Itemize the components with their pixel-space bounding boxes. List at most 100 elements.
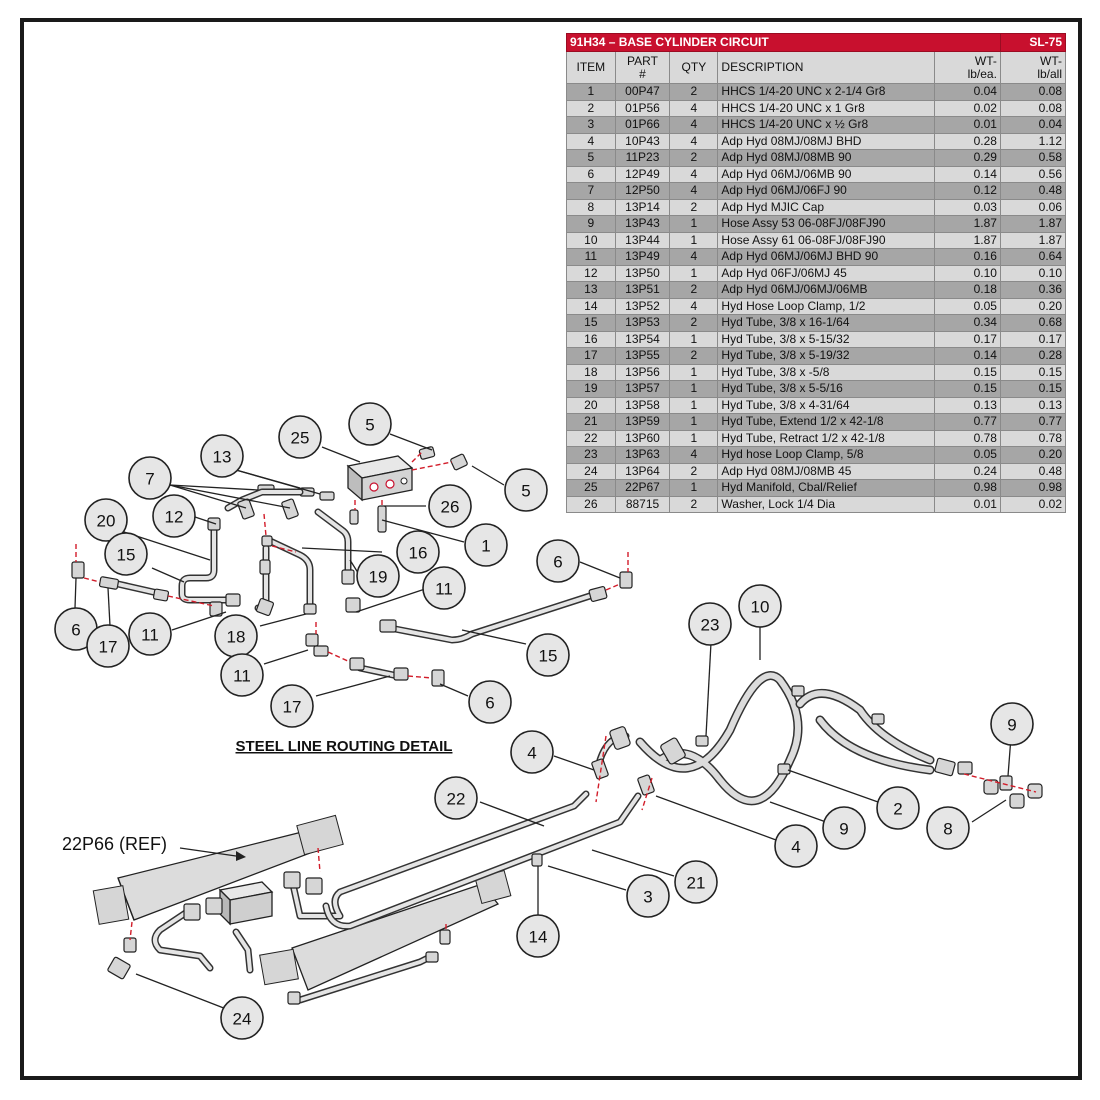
- callout-number: 17: [99, 638, 118, 657]
- table-code: SL-75: [999, 33, 1067, 52]
- callout-circle: [422, 566, 466, 610]
- table-cell: 13P56: [614, 363, 671, 381]
- callout-circle: [926, 806, 970, 850]
- main-assembly: [92, 671, 1043, 1005]
- base-cylinder-left: [92, 814, 344, 925]
- callout-circle: [468, 680, 512, 724]
- callout-bubble: 25: [278, 415, 322, 459]
- callout-bubble: 12: [152, 494, 196, 538]
- table-cell: 11: [566, 248, 616, 266]
- callout-number: 12: [165, 508, 184, 527]
- callout-number: 1: [481, 537, 490, 556]
- callout-number: 7: [145, 470, 154, 489]
- column-header: ITEM: [566, 51, 616, 84]
- callout-bubble: 17: [86, 624, 130, 668]
- table-cell: Adp Hyd MJIC Cap: [717, 198, 936, 216]
- table-cell: 4: [669, 99, 719, 117]
- table-cell: Adp Hyd 08MJ/08MJ BHD: [717, 132, 936, 150]
- table-cell: 2: [669, 314, 719, 332]
- callout-circle: [128, 456, 172, 500]
- callout-number: 19: [369, 568, 388, 587]
- table-cell: 11P23: [614, 149, 671, 167]
- callout-number: 8: [943, 820, 952, 839]
- callout-circle: [396, 530, 440, 574]
- callout-number: 6: [553, 553, 562, 572]
- table-cell: 16: [566, 330, 616, 348]
- table-cell: Hyd Tube, 3/8 x 5-5/16: [717, 380, 936, 398]
- table-cell: 0.98: [999, 479, 1067, 497]
- callout-bubble: 8: [926, 806, 970, 850]
- table-cell: 4: [669, 165, 719, 183]
- table-cell: 0.20: [999, 446, 1067, 464]
- table-cell: 20: [566, 396, 616, 414]
- table-cell: 0.15: [934, 380, 1001, 398]
- callout-circle: [104, 532, 148, 576]
- callout-circle: [674, 860, 718, 904]
- base-cylinder-right: [259, 869, 512, 991]
- table-cell: 13P54: [614, 330, 671, 348]
- table-cell: 0.98: [934, 479, 1001, 497]
- table-cell: Hyd Tube, 3/8 x 4-31/64: [717, 396, 936, 414]
- table-cell: 0.14: [934, 165, 1001, 183]
- table-cell: 0.04: [999, 116, 1067, 134]
- table-cell: Hyd Tube, 3/8 x 5-19/32: [717, 347, 936, 365]
- table-cell: 1: [669, 330, 719, 348]
- table-cell: 13P14: [614, 198, 671, 216]
- callout-number: 20: [97, 512, 116, 531]
- table-cell: Hyd Tube, 3/8 x 5-15/32: [717, 330, 936, 348]
- callout-bubble: 20: [84, 498, 128, 542]
- table-cell: Hyd hose Loop Clamp, 5/8: [717, 446, 936, 464]
- table-cell: 0.28: [999, 347, 1067, 365]
- table-cell: Hyd Hose Loop Clamp, 1/2: [717, 297, 936, 315]
- callout-circle: [270, 684, 314, 728]
- table-cell: 13P55: [614, 347, 671, 365]
- table-cell: 9: [566, 215, 616, 233]
- table-cell: 0.15: [999, 363, 1067, 381]
- callout-bubble: 5: [348, 402, 392, 446]
- table-cell: 0.17: [934, 330, 1001, 348]
- table-cell: 0.78: [934, 429, 1001, 447]
- table-cell: 0.17: [999, 330, 1067, 348]
- table-cell: 26: [566, 495, 616, 513]
- callout-bubble: 17: [270, 684, 314, 728]
- callout-circle: [428, 484, 472, 528]
- callout-bubble: 19: [356, 554, 400, 598]
- table-cell: Hyd Manifold, Cbal/Relief: [717, 479, 936, 497]
- table-cell: 13P64: [614, 462, 671, 480]
- callout-number: 21: [687, 874, 706, 893]
- callout-bubble: 16: [396, 530, 440, 574]
- table-cell: 0.05: [934, 446, 1001, 464]
- callout-number: 14: [529, 928, 548, 947]
- table-cell: 4: [669, 297, 719, 315]
- callout-number: 5: [521, 482, 530, 501]
- table-cell: 13P57: [614, 380, 671, 398]
- callout-number: 11: [233, 667, 251, 686]
- table-cell: 2: [669, 281, 719, 299]
- callout-number: 6: [485, 694, 494, 713]
- table-cell: Hose Assy 53 06-08FJ/08FJ90: [717, 215, 936, 233]
- callout-circle: [200, 434, 244, 478]
- callout-circle: [510, 730, 554, 774]
- callout-bubble: 11: [128, 612, 172, 656]
- callout-number: 4: [527, 744, 536, 763]
- table-cell: 1: [566, 83, 616, 101]
- table-cell: 4: [669, 446, 719, 464]
- table-cell: 0.15: [999, 380, 1067, 398]
- callout-circle: [152, 494, 196, 538]
- table-cell: 0.01: [934, 495, 1001, 513]
- table-cell: 2: [669, 83, 719, 101]
- table-cell: 1: [669, 231, 719, 249]
- column-header: DESCRIPTION: [717, 51, 936, 84]
- callout-bubble: 21: [674, 860, 718, 904]
- table-cell: 12P50: [614, 182, 671, 200]
- table-cell: 2: [566, 99, 616, 117]
- table-cell: 4: [669, 182, 719, 200]
- callout-number: 3: [643, 888, 652, 907]
- table-cell: 0.24: [934, 462, 1001, 480]
